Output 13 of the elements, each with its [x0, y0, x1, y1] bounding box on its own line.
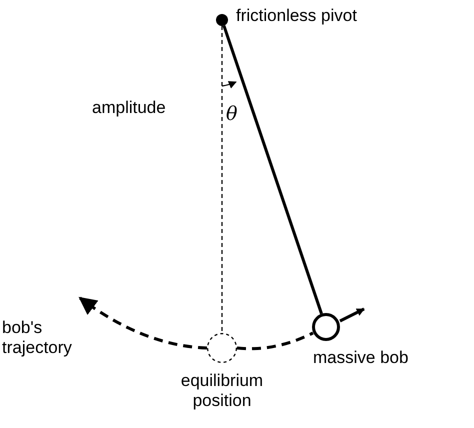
equilibrium-label: equilibrium position — [180, 371, 264, 411]
pendulum-rod — [222, 25, 323, 314]
trajectory-arc — [236, 332, 314, 350]
equilibrium-circle — [205, 331, 239, 365]
bob-label: massive bob — [313, 348, 410, 368]
pivot-dot — [214, 12, 230, 28]
trajectory-arc — [78, 296, 208, 350]
trajectory-label: bob's trajectory — [2, 318, 73, 358]
pivot-label: frictionless pivot — [236, 6, 358, 26]
vertical-line — [221, 26, 223, 333]
bob-circle — [310, 311, 342, 343]
amplitude-label: amplitude — [92, 98, 167, 118]
angle-symbol: θ — [226, 104, 238, 124]
